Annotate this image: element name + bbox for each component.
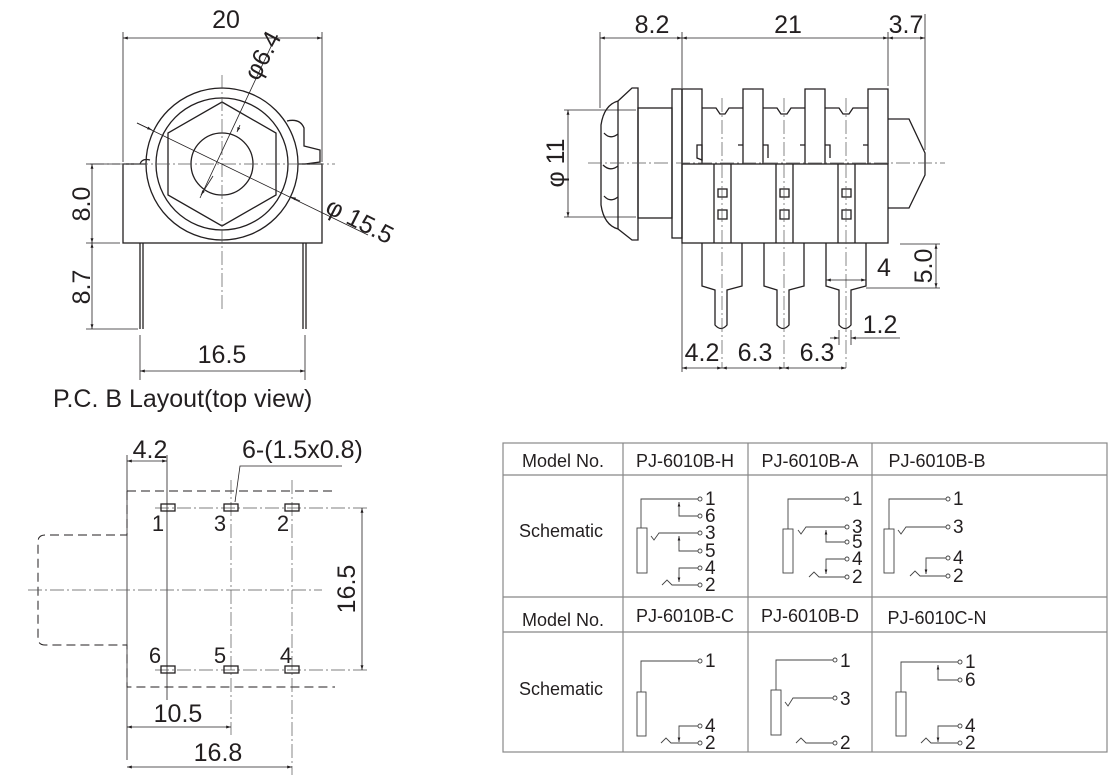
pin-label: 4: [965, 716, 976, 737]
pin-label: 4: [705, 716, 716, 737]
pad-label: 2: [277, 511, 289, 536]
pad-label: 6: [149, 643, 161, 668]
dim-body-length: 21: [774, 11, 802, 39]
model-name: PJ-6010C-N: [887, 608, 986, 628]
model-name: PJ-6010B-D: [761, 606, 859, 626]
dim-mid: 10.5: [154, 700, 203, 728]
model-name: PJ-6010B-C: [636, 606, 734, 626]
pin-label: 1: [965, 652, 976, 673]
dim-diameter: φ 11: [542, 138, 570, 187]
pad-label: 1: [152, 511, 164, 536]
pin-label: 3: [852, 517, 863, 538]
rear-nose: [888, 118, 926, 209]
dim-offset: 4.2: [133, 436, 168, 464]
pad: [160, 665, 176, 674]
pin-label: 1: [953, 489, 964, 510]
pin-label: 2: [705, 575, 716, 596]
dim-rear: 3.7: [889, 11, 924, 39]
pad: [223, 503, 239, 512]
dim-pin-width: 4: [877, 254, 891, 282]
dim-pitch-1: 4.2: [685, 339, 720, 367]
schematic-pj-6010c-n: 1 6 4 2: [895, 652, 976, 754]
pin-label: 2: [840, 733, 851, 754]
front-nut: [600, 87, 639, 241]
pcb-layout-caption: P.C. B Layout(top view): [53, 385, 312, 413]
pin-label: 3: [705, 523, 716, 544]
dim-width: 20: [212, 6, 240, 34]
pad: [284, 503, 300, 512]
pin-label: 4: [953, 548, 964, 569]
model-no-header: Model No.: [522, 610, 604, 630]
model-no-header: Model No.: [522, 451, 604, 471]
pin: [825, 243, 867, 330]
model-name: PJ-6010B-B: [888, 451, 985, 471]
schematic-pj-6010b-a: 1 3 5 4 2: [782, 489, 863, 588]
pin-label: 1: [852, 489, 863, 510]
pin-label: 2: [965, 733, 976, 754]
schematic-pj-6010b-d: 1 3 2: [770, 651, 851, 754]
pad-label: 5: [214, 643, 226, 668]
schematic-row-label: Schematic: [519, 679, 603, 699]
dim-outer-diameter: φ 15.5: [321, 192, 398, 250]
schematic-row-label: Schematic: [519, 521, 603, 541]
dim-pin-length: 8.7: [68, 270, 96, 305]
schematic-pj-6010b-b: 1 3 4 2: [883, 489, 964, 587]
model-name: PJ-6010B-H: [636, 451, 734, 471]
pad-spec-label: 6-(1.5x0.8): [242, 436, 363, 464]
pin-label: 6: [705, 506, 716, 527]
schematic-pj-6010b-h: 1 6 3 5 4 2: [636, 489, 716, 596]
dim-front: 8.2: [635, 11, 670, 39]
pin-label: 6: [965, 670, 976, 691]
pin-label: 4: [852, 549, 863, 570]
dim-pin-tip: 1.2: [863, 311, 898, 339]
pin-label: 2: [852, 567, 863, 588]
dim-pitch-3: 6.3: [800, 339, 835, 367]
dim-total: 16.8: [194, 739, 243, 767]
pin-label: 1: [705, 489, 716, 510]
pin-label: 2: [705, 733, 716, 754]
ground-tab: [286, 119, 321, 165]
pin-label: 5: [852, 532, 863, 553]
pin-label: 3: [953, 517, 964, 538]
schematic-pj-6010b-c: 1 4 2: [636, 651, 716, 754]
dim-row-spacing: 16.5: [333, 565, 361, 614]
pin: [763, 243, 805, 330]
pad-label: 4: [280, 643, 292, 668]
pin-label: 2: [953, 566, 964, 587]
dim-pin-height: 5.0: [910, 249, 938, 284]
pin-label: 1: [705, 651, 716, 672]
pad-label: 3: [214, 511, 226, 536]
side-view: 8.2 21 3.7 φ 11: [542, 11, 945, 372]
pcb-layout: P.C. B Layout(top view) 4.2 6-(1.5x0.8) …: [28, 385, 368, 775]
pin-label: 4: [705, 558, 716, 579]
dim-bore-diameter: φ6.4: [239, 27, 288, 85]
pad: [160, 503, 176, 512]
dim-body-height: 8.0: [68, 187, 96, 222]
pin-label: 5: [705, 541, 716, 562]
pin: [701, 243, 743, 330]
dim-pitch-2: 6.3: [738, 339, 773, 367]
model-table: Model No. Model No. Schematic Schematic …: [502, 442, 1108, 754]
pin-label: 3: [840, 689, 851, 710]
model-name: PJ-6010B-A: [761, 451, 858, 471]
hex-nut: [167, 101, 277, 227]
dim-pin-spacing: 16.5: [198, 341, 247, 369]
side-body: [681, 163, 889, 244]
pad: [223, 665, 239, 674]
front-view: 20 φ6.4 φ 15.5 8.0 8.7 16.5: [68, 6, 398, 380]
pad: [284, 665, 300, 674]
pin-label: 1: [840, 651, 851, 672]
